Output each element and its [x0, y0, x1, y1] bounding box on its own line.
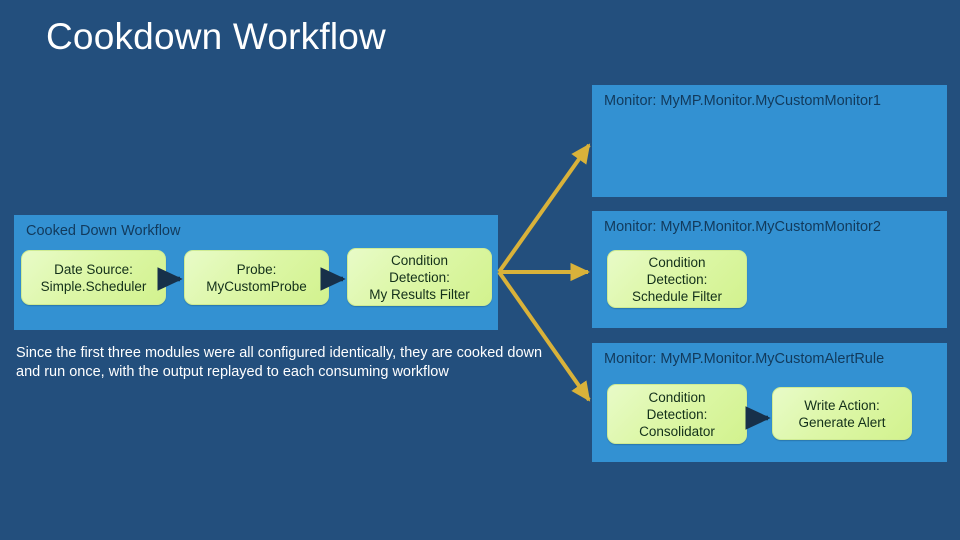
module-line-1: Probe:	[236, 261, 277, 277]
consumer-panel-monitor1: Monitor: MyMP.Monitor.MyCustomMonitor1	[592, 85, 947, 197]
module-line-3: My Results Filter	[369, 286, 470, 302]
module-line-2: Generate Alert	[798, 414, 886, 430]
module-line-3: Schedule Filter	[631, 288, 723, 304]
module-condition-detection-my-results-filter[interactable]: Condition Detection: My Results Filter	[347, 248, 492, 306]
module-line-1: Condition	[390, 252, 449, 268]
module-line-2: Detection:	[646, 406, 708, 422]
module-line-1: Date Source:	[54, 261, 133, 277]
explanatory-caption: Since the first three modules were all c…	[16, 345, 543, 380]
module-line-1: Condition	[648, 389, 706, 405]
consumer-panel-monitor2: Monitor: MyMP.Monitor.MyCustomMonitor2 C…	[592, 211, 947, 328]
module-line-2: Simple.Scheduler	[40, 278, 147, 294]
consumer-panel-alert-rule: Monitor: MyMP.Monitor.MyCustomAlertRule …	[592, 343, 947, 462]
consumer-panel-title: Monitor: MyMP.Monitor.MyCustomAlertRule	[604, 351, 885, 367]
module-line-2: Detection:	[389, 269, 450, 285]
module-line-1: Condition	[648, 254, 706, 270]
page-title: Cookdown Workflow	[46, 16, 386, 57]
consumer-panel-title: Monitor: MyMP.Monitor.MyCustomMonitor1	[604, 93, 881, 109]
module-probe[interactable]: Probe: MyCustomProbe	[184, 250, 329, 305]
module-line-2: Detection:	[646, 271, 708, 287]
consumer-panel-title: Monitor: MyMP.Monitor.MyCustomMonitor2	[604, 219, 881, 235]
module-line-2: MyCustomProbe	[206, 278, 307, 294]
cooked-down-workflow-title: Cooked Down Workflow	[26, 223, 181, 239]
cooked-down-workflow-panel: Cooked Down Workflow Date Source: Simple…	[14, 215, 498, 330]
replay-arrow-to-monitor1	[497, 143, 591, 274]
module-date-source[interactable]: Date Source: Simple.Scheduler	[21, 250, 166, 305]
module-condition-detection-schedule-filter[interactable]: Condition Detection: Schedule Filter	[607, 250, 747, 308]
module-line-1: Write Action:	[804, 397, 880, 413]
module-condition-detection-consolidator[interactable]: Condition Detection: Consolidator	[607, 384, 747, 444]
module-write-action-generate-alert[interactable]: Write Action: Generate Alert	[772, 387, 912, 440]
module-line-3: Consolidator	[639, 423, 715, 439]
